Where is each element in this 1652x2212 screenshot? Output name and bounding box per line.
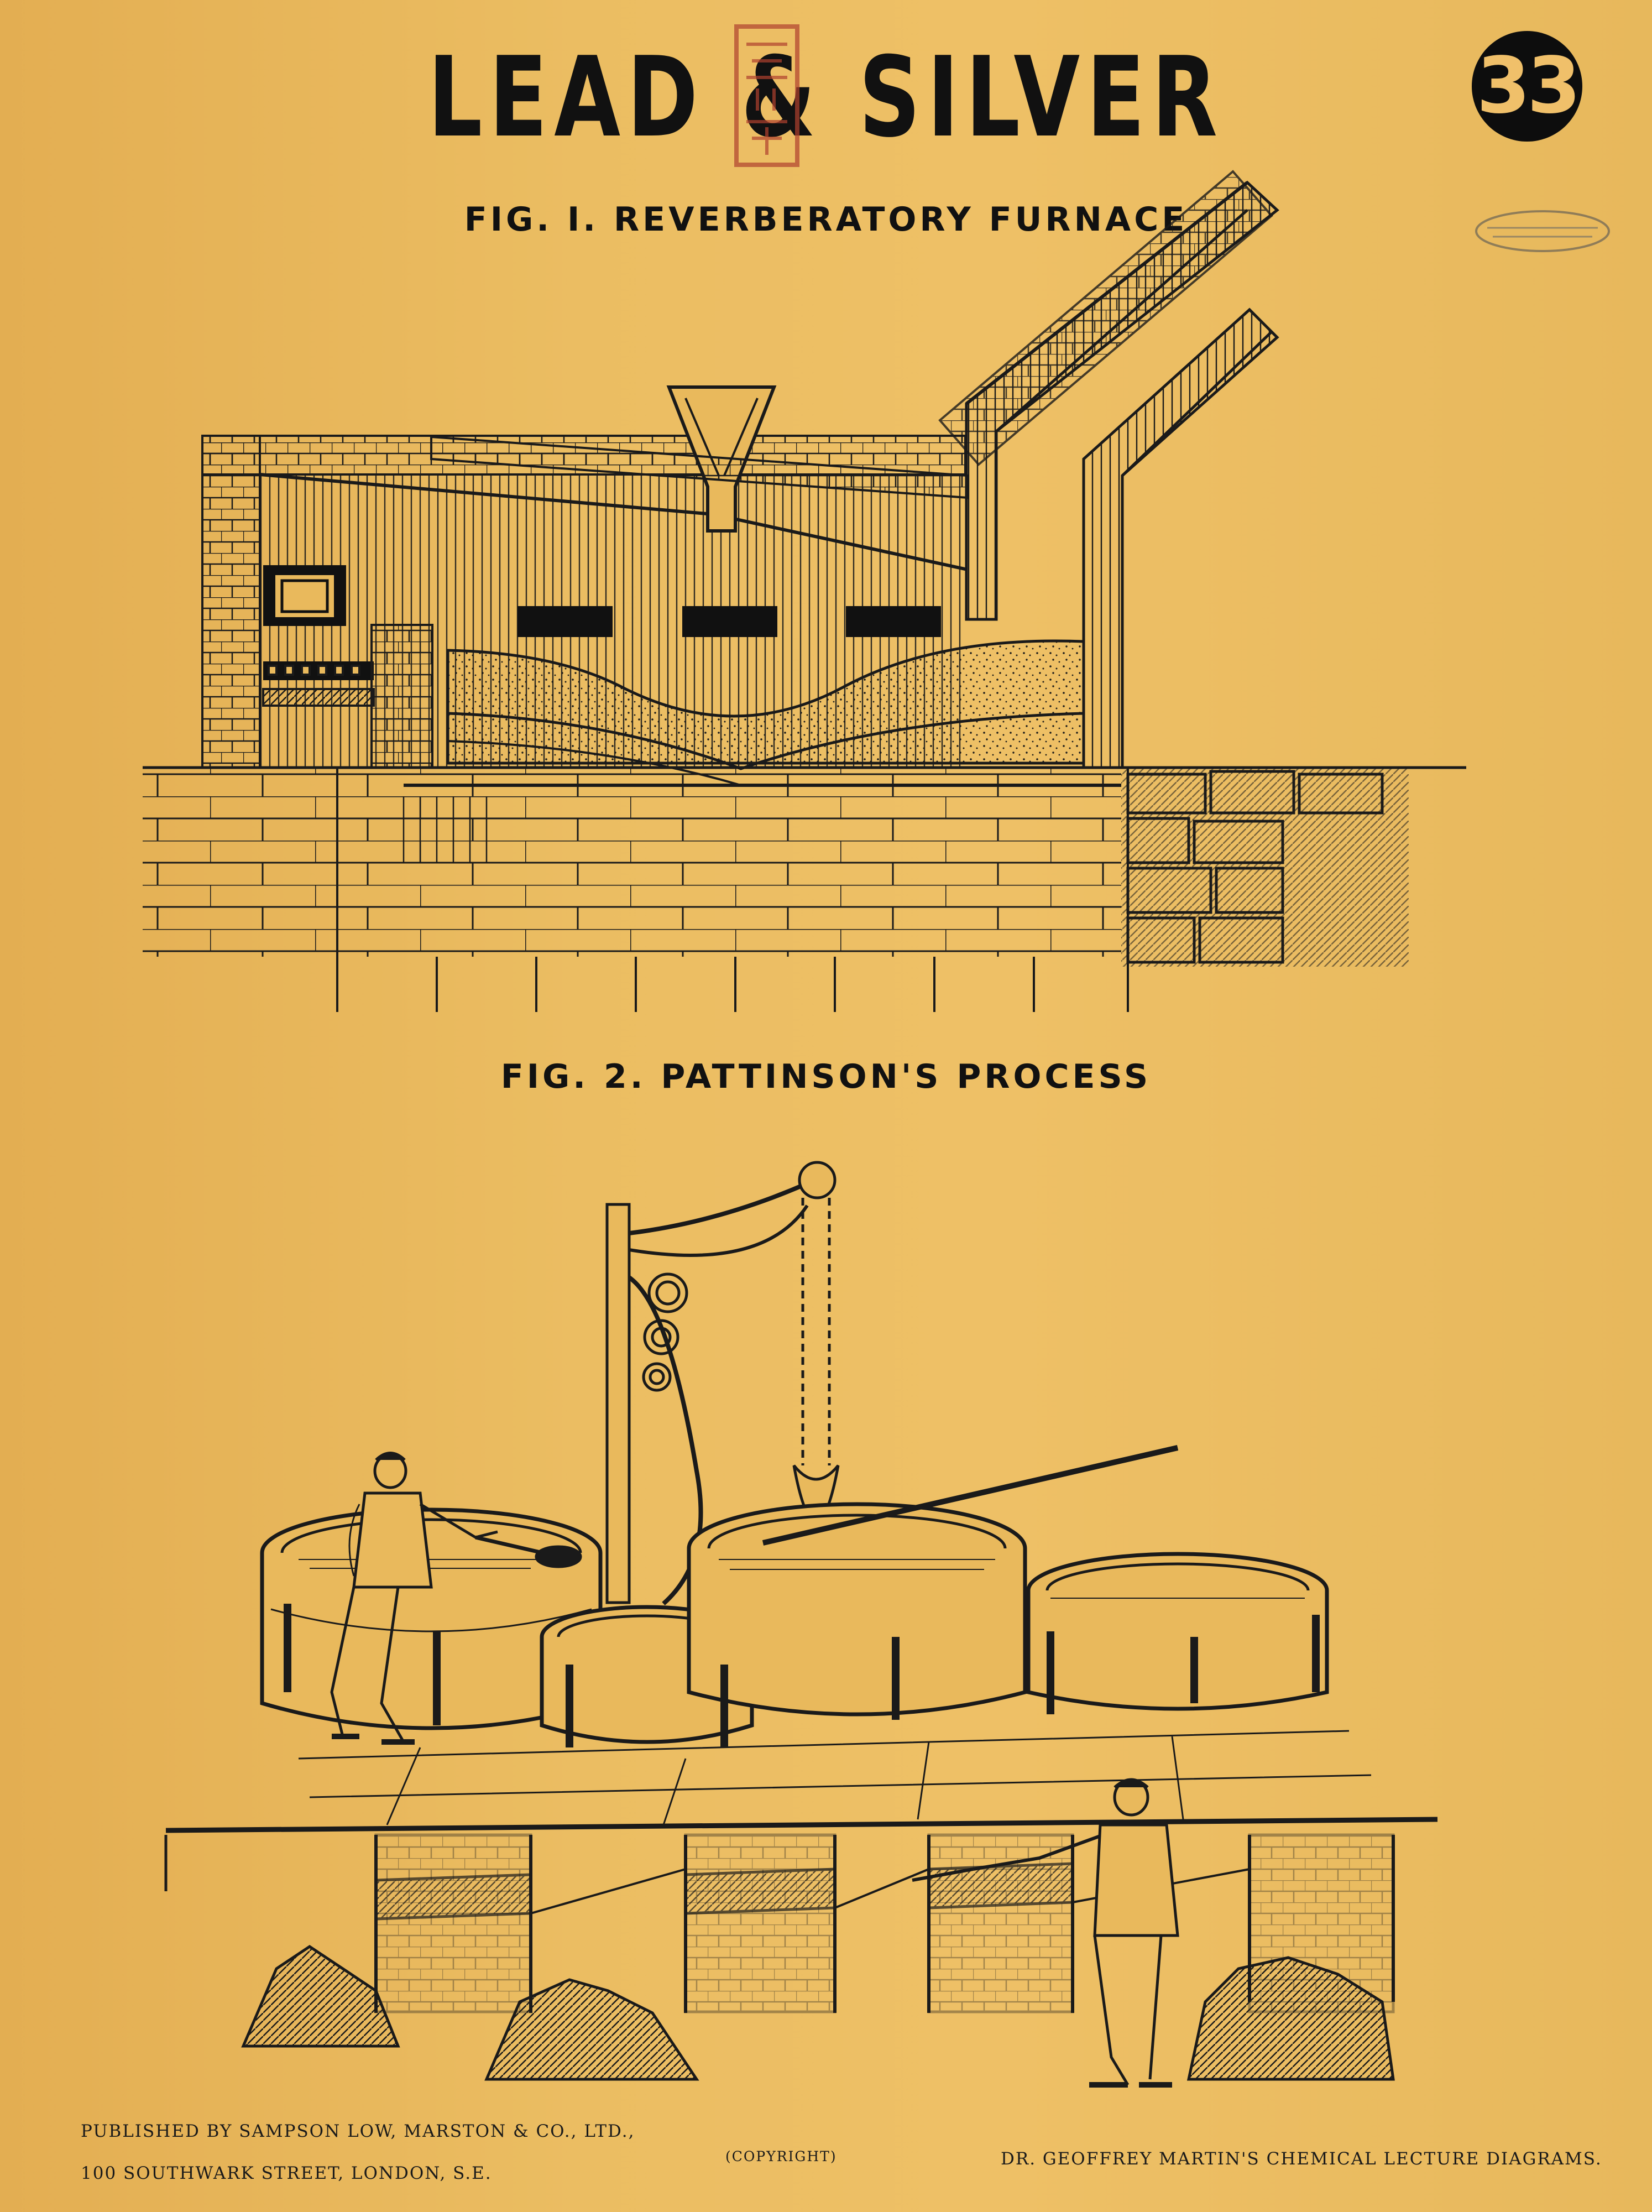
publisher-line-2: 100 SOUTHWARK STREET, LONDON, S.E. xyxy=(81,2163,492,2183)
figure-2-caption: FIG. 2. PATTINSON'S PROCESS xyxy=(500,1057,1152,1096)
library-oval-stamp xyxy=(1475,210,1610,252)
copyright-notice: (COPYRIGHT) xyxy=(725,2148,837,2164)
pattinson-process-diagram xyxy=(164,1161,1438,2088)
reverberatory-furnace-diagram xyxy=(143,170,1466,1012)
plate-number-badge: 33 xyxy=(1472,31,1582,142)
publisher-line-1: PUBLISHED BY SAMPSON LOW, MARSTON & CO.,… xyxy=(81,2121,635,2141)
coal-heap xyxy=(241,1944,1395,2081)
poster-title: LEAD & SILVER xyxy=(427,33,1225,162)
worker-right xyxy=(912,1778,1179,2088)
red-seal-stamp xyxy=(734,24,799,167)
worker-left xyxy=(330,1452,582,1745)
series-credit: DR. GEOFFREY MARTIN'S CHEMICAL LECTURE D… xyxy=(1001,2149,1602,2169)
figure-1-caption: FIG. I. REVERBERATORY FURNACE xyxy=(464,200,1188,239)
